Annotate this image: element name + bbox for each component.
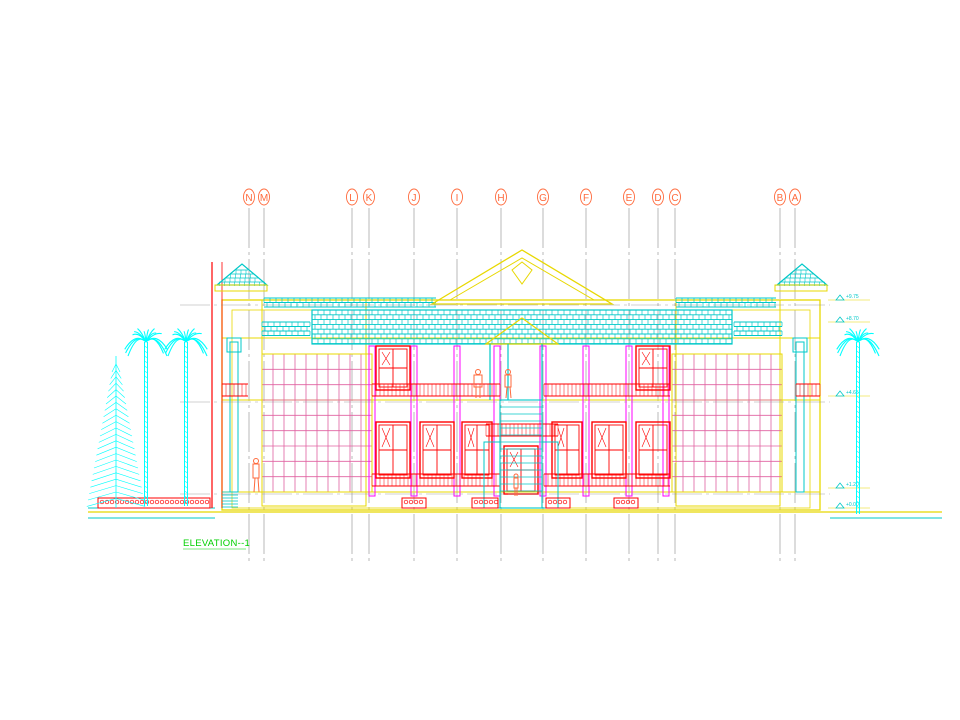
grid-bubble-d: D [652,188,664,206]
level-mark: +1.20 [828,482,870,489]
grid-bubble-g: G [537,188,549,206]
grid-bubble-k: K [363,188,375,206]
svg-text:+9.75: +9.75 [846,294,859,300]
svg-text:+8.70: +8.70 [846,316,859,322]
person-figure-entrance [513,473,519,496]
svg-text:+4.65: +4.65 [846,390,859,396]
grid-bubble-m: M [258,188,270,206]
tower-left [214,263,269,292]
curtain-wall-right [671,353,783,493]
grid-bubble-j: J [408,188,420,206]
svg-text:A: A [792,193,799,204]
level-mark: +4.65 [828,390,870,397]
curtain-wall-left [261,353,373,493]
svg-text:E: E [626,193,633,204]
svg-text:N: N [245,193,252,204]
svg-text:J: J [412,193,417,204]
elevation-title: ELEVATION--1 [183,538,250,549]
svg-text:C: C [671,193,678,204]
svg-text:G: G [539,193,547,204]
grid-bubble-i: I [451,188,463,206]
columns [226,337,808,497]
grid-bubble-h: H [495,188,507,206]
svg-text:D: D [654,193,661,204]
grid-bubble-b: B [774,188,786,206]
level-mark: +9.75 [828,294,870,301]
tower-right [774,263,829,292]
central-pediment [429,249,615,345]
svg-text:F: F [583,193,589,204]
building-body [211,262,821,511]
level-marks: +9.75 +8.70 +4.65 +1.20 +0.00 [180,294,870,509]
person-figure-balcony-2 [504,369,512,399]
grid-bubble-a: A [789,188,801,206]
grid-bubble-n: N [243,188,255,206]
palm-tree [124,328,168,506]
palm-tree [164,328,208,506]
grid-bubble-f: F [580,188,592,206]
svg-text:H: H [497,193,504,204]
planters [97,497,639,509]
grid-bubble-l: L [346,188,358,206]
svg-text:B: B [777,193,784,204]
level-mark: +0.00 [828,502,870,509]
grid-bubble-e: E [623,188,635,206]
svg-text:I: I [456,193,459,204]
svg-text:+1.20: +1.20 [846,482,859,488]
svg-text:M: M [260,193,268,204]
level-mark: +8.70 [828,316,870,323]
human-figures [252,369,519,496]
pine-tree [86,356,146,508]
svg-text:L: L [349,193,355,204]
person-figure-balcony-1 [473,369,483,398]
grid-bubble-c: C [669,188,681,206]
balcony-rails [221,383,821,487]
person-figure-left [252,458,260,493]
svg-text:K: K [366,193,373,204]
svg-text:+0.00: +0.00 [846,502,859,508]
palm-tree [836,328,880,514]
central-stair [222,399,559,509]
trees [86,328,880,514]
